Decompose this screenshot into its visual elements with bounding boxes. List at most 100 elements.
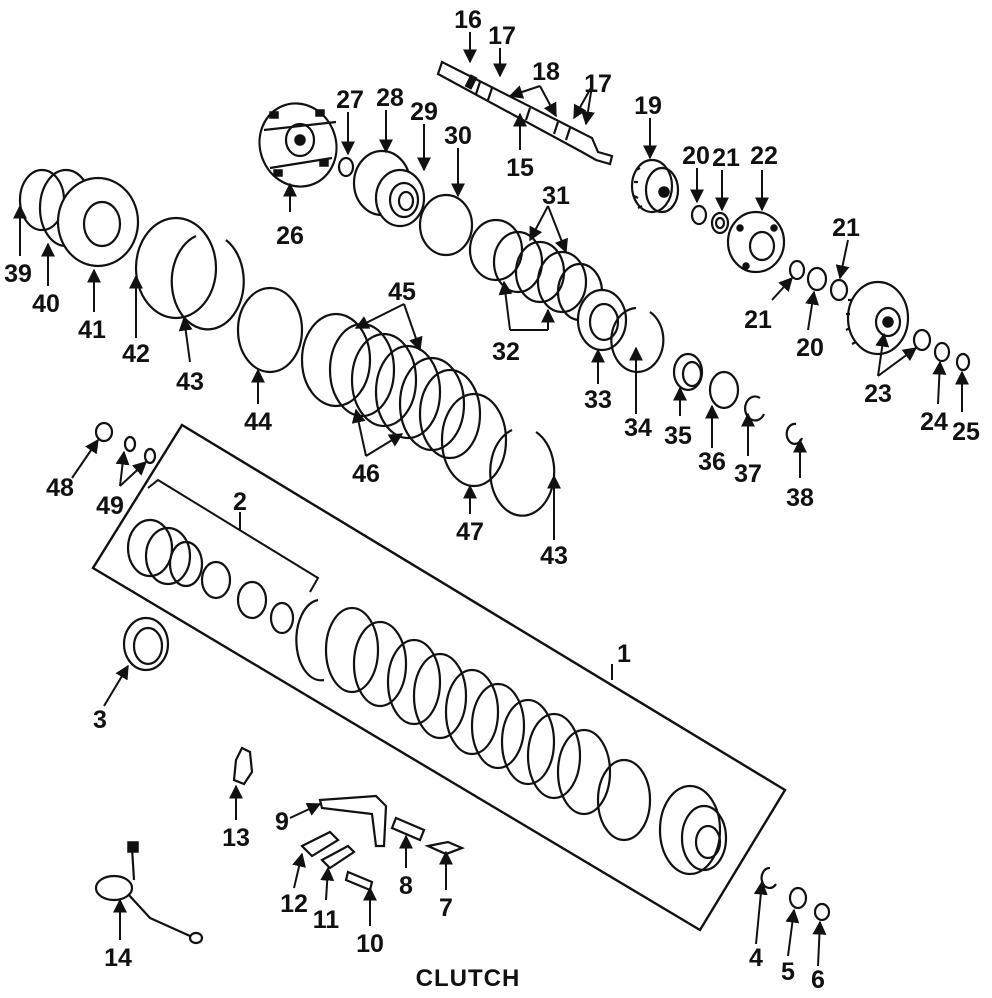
- part-21-washer-upper: [710, 211, 730, 235]
- part-28-29-drum: [352, 149, 426, 228]
- part-37-clip: [744, 395, 766, 422]
- callout-25: 25: [952, 418, 980, 446]
- diagram-title: CLUTCH: [416, 965, 521, 992]
- callout-42: 42: [122, 340, 150, 368]
- callout-28: 28: [376, 84, 404, 112]
- part-41-drum: [56, 176, 140, 268]
- callout-24: 24: [920, 408, 948, 436]
- callout-2: 2: [233, 488, 247, 516]
- part-23-washer: [912, 328, 932, 352]
- part-19-gear: [630, 158, 680, 214]
- callout-17: 17: [584, 70, 612, 98]
- callout-3: 3: [93, 706, 107, 734]
- part-27-ring: [337, 156, 355, 178]
- callout-15: 15: [506, 154, 534, 182]
- callout-33: 33: [584, 386, 612, 414]
- callout-27: 27: [336, 86, 364, 114]
- assembly-1-frame: [91, 423, 787, 932]
- callout-26: 26: [276, 222, 304, 250]
- callout-40: 40: [32, 290, 60, 318]
- callout-21: 21: [744, 306, 772, 334]
- callout-43: 43: [176, 368, 204, 396]
- part-23-gear: [845, 280, 910, 356]
- callout-1: 1: [617, 640, 631, 668]
- part-26-hub: [258, 102, 338, 188]
- part-6-washer: [813, 902, 831, 922]
- part-13-bracket: [232, 746, 254, 786]
- callout-30: 30: [444, 122, 472, 150]
- callout-19: 19: [634, 92, 662, 120]
- part-42-piston: [134, 216, 218, 320]
- callout-47: 47: [456, 518, 484, 546]
- part-49-washer-b: [143, 447, 157, 465]
- part-9-lever: [318, 794, 388, 848]
- callout-32: 32: [492, 338, 520, 366]
- callout-9: 9: [275, 808, 289, 836]
- part-45-46-plates: [300, 312, 482, 460]
- part-44-ring: [236, 286, 304, 374]
- part-34-snap-ring: [610, 306, 665, 374]
- callout-13: 13: [222, 824, 250, 852]
- part-5-washer: [788, 886, 808, 910]
- assembly-1-contents: [126, 518, 728, 876]
- callout-22: 22: [750, 142, 778, 170]
- part-49-washer-a: [123, 435, 137, 453]
- part-8-pin: [390, 816, 426, 842]
- callout-35: 35: [664, 422, 692, 450]
- callout-39: 39: [4, 260, 32, 288]
- part-25-washer: [955, 352, 971, 372]
- callout-20: 20: [796, 334, 824, 362]
- callout-labels: 16 17 18 17 15 19 20 21 22 21 21 20 23 2…: [4, 6, 980, 994]
- callout-36: 36: [698, 448, 726, 476]
- callout-11: 11: [313, 906, 340, 934]
- callout-14: 14: [104, 944, 132, 972]
- part-3-seal: [122, 616, 170, 672]
- part-10-bolt: [344, 870, 374, 892]
- callout-10: 10: [356, 930, 384, 958]
- callout-21: 21: [712, 144, 740, 172]
- leader-lines: [13, 32, 969, 967]
- callout-31: 31: [542, 182, 570, 210]
- part-11-link: [320, 844, 356, 870]
- callout-38: 38: [786, 484, 814, 512]
- callout-4: 4: [749, 944, 763, 972]
- callout-12: 12: [280, 890, 308, 918]
- callout-16: 16: [454, 6, 482, 34]
- callout-37: 37: [734, 460, 762, 488]
- callout-7: 7: [439, 894, 453, 922]
- callout-44: 44: [244, 408, 272, 436]
- callout-41: 41: [78, 316, 106, 344]
- part-24-washer: [933, 341, 951, 363]
- part-36-washer: [708, 370, 740, 410]
- part-14-sensor: [94, 841, 204, 945]
- callout-29: 29: [410, 98, 438, 126]
- callout-23: 23: [864, 380, 892, 408]
- part-4-clip: [760, 866, 777, 890]
- callout-8: 8: [399, 872, 413, 900]
- callout-21: 21: [832, 214, 860, 242]
- callout-5: 5: [781, 958, 795, 986]
- part-48-washer: [94, 421, 114, 443]
- part-12-link: [300, 830, 340, 858]
- part-20-washer-lower: [806, 266, 828, 292]
- part-43-snap-ring-lower: [489, 429, 556, 517]
- part-21-washer-mid: [788, 259, 806, 281]
- callout-34: 34: [624, 414, 652, 442]
- callout-49: 49: [96, 492, 124, 520]
- part-33-toothed-plate: [576, 288, 628, 352]
- callout-45: 45: [388, 278, 416, 306]
- assembly-2-bracket: [147, 478, 320, 593]
- callout-18: 18: [532, 58, 560, 86]
- part-30-snap-ring: [418, 193, 474, 257]
- callout-20: 20: [682, 142, 710, 170]
- callout-48: 48: [46, 474, 74, 502]
- part-35-bearing: [672, 352, 704, 392]
- callout-43: 43: [540, 542, 568, 570]
- callout-46: 46: [352, 460, 380, 488]
- part-20-washer-upper: [690, 204, 708, 226]
- part-43-snap-ring-upper: [170, 235, 245, 331]
- callout-6: 6: [811, 966, 825, 994]
- part-22-carrier: [726, 210, 786, 274]
- part-21-washer-right: [829, 278, 849, 302]
